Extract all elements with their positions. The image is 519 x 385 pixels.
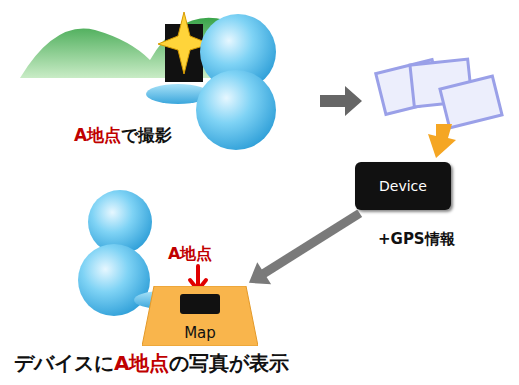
device-label: Device [379, 178, 427, 194]
map-outline [142, 286, 258, 346]
connector-arrow [261, 213, 360, 275]
device-box: Device [355, 162, 451, 210]
map-trapezoid: Map [142, 286, 258, 346]
bottom-caption: デバイスにA地点の写真が表示 [14, 350, 289, 377]
map-label: Map [142, 324, 258, 342]
arrow-head [249, 262, 271, 284]
gps-label: +GPS情報 [378, 230, 455, 249]
device-on-map [180, 294, 220, 314]
place-label: A地点 [168, 244, 212, 265]
caption-top: A地点で撮影 [74, 124, 172, 147]
